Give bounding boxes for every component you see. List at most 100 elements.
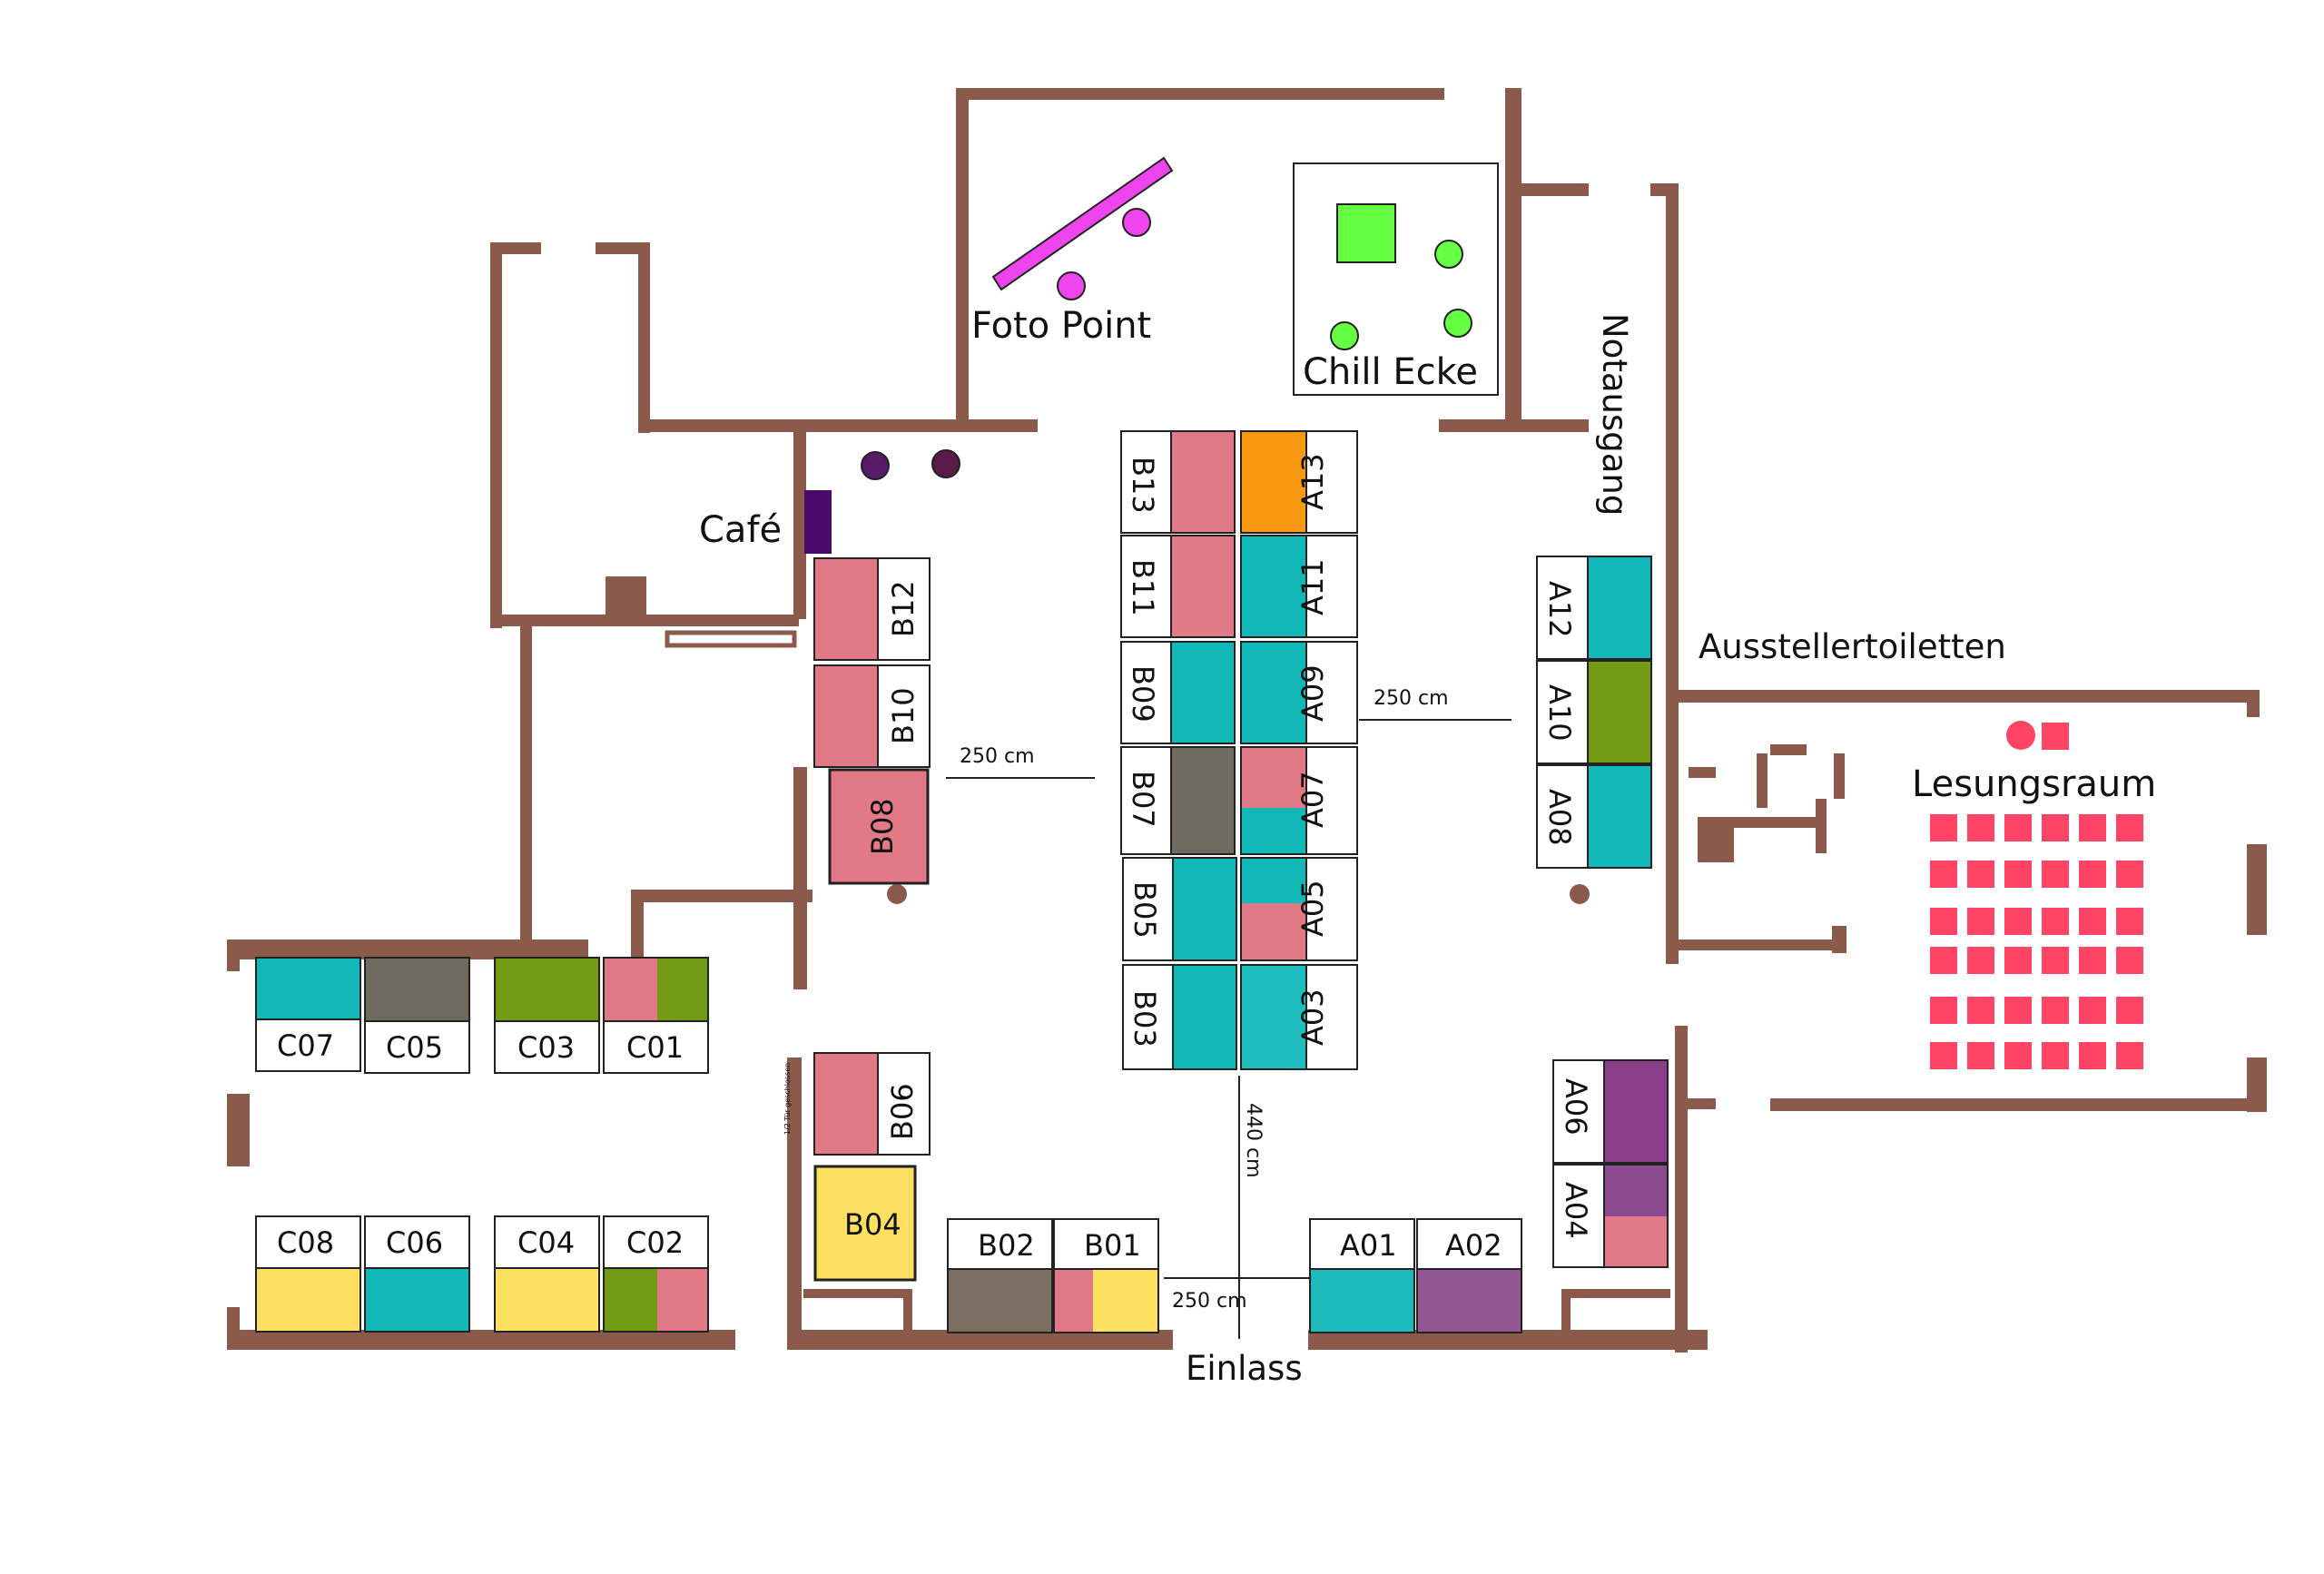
right-booths: A12 A10 A08 A06 A04 (1536, 556, 1669, 1268)
booth-C02-label: C02 (626, 1225, 684, 1260)
booth-B09-sign[interactable] (1120, 641, 1172, 744)
audience-seat (2079, 947, 2106, 974)
booth-B12-label: B12 (886, 580, 921, 637)
booth-B07-sign[interactable] (1120, 746, 1172, 855)
chill-seat (1330, 321, 1359, 350)
booth-C08[interactable] (255, 1267, 361, 1333)
booth-A12-sign[interactable] (1536, 556, 1589, 660)
booth-A03[interactable] (1240, 964, 1307, 1070)
booth-A02-sign[interactable] (1416, 1218, 1522, 1270)
booth-B12[interactable] (813, 557, 879, 661)
booth-B01-pink-part (1055, 1270, 1093, 1332)
booth-A06[interactable] (1603, 1059, 1669, 1164)
audience-seat (1967, 814, 1994, 841)
booth-B04-label: B04 (844, 1207, 901, 1242)
booth-B11-label: B11 (1126, 559, 1160, 616)
center-booths: B13 B11 B09 B07 B05 B03 A13 A11 A09 (1120, 430, 1358, 1070)
booth-A05-pink-part (1242, 903, 1305, 959)
booth-C01-pink-part (605, 959, 657, 1020)
booth-A13-sign[interactable] (1305, 430, 1358, 534)
chill-table (1336, 203, 1396, 263)
booth-C06[interactable] (364, 1267, 470, 1333)
booth-B10[interactable] (813, 664, 879, 768)
audience-seat (2004, 908, 2032, 935)
ausstellertoiletten-label: Ausstellertoiletten (1699, 627, 2006, 666)
booth-A05-sign[interactable] (1305, 857, 1358, 961)
audience-seat (2042, 814, 2069, 841)
booth-B09-label: B09 (1126, 665, 1160, 723)
audience-seat (1967, 908, 1994, 935)
booth-A09[interactable] (1240, 641, 1307, 744)
booth-A01-label: A01 (1340, 1228, 1397, 1263)
audience-seat (2042, 997, 2069, 1024)
booth-B05[interactable] (1172, 857, 1237, 961)
booth-C04[interactable] (494, 1267, 600, 1333)
booth-B03-sign[interactable] (1122, 964, 1174, 1070)
booth-B11-sign[interactable] (1120, 535, 1172, 638)
door-note-label: 1/2 Tür geschlossen (783, 1063, 792, 1135)
booth-B10-sign[interactable] (877, 664, 931, 768)
booth-B11[interactable] (1170, 535, 1236, 638)
booth-A12[interactable] (1587, 556, 1652, 660)
booth-C07-sign[interactable] (255, 1018, 361, 1072)
booth-C05-sign[interactable] (364, 1020, 470, 1074)
booth-A11-label: A11 (1295, 558, 1330, 615)
booth-C04-sign[interactable] (494, 1215, 600, 1269)
booth-A08-sign[interactable] (1536, 764, 1589, 869)
audience-seat (2116, 997, 2143, 1024)
cafe-table (931, 449, 960, 478)
booth-C08-sign[interactable] (255, 1215, 361, 1269)
booth-B02-sign[interactable] (947, 1218, 1053, 1270)
booth-C05[interactable] (364, 957, 470, 1022)
booth-B12-sign[interactable] (877, 557, 931, 661)
photo-stool (1122, 208, 1151, 237)
left-aisle-dimension: 250 cm (960, 745, 1035, 768)
booth-A08[interactable] (1587, 764, 1652, 869)
booth-A01-sign[interactable] (1309, 1218, 1415, 1270)
dimension-lines (946, 719, 1512, 1339)
booth-A10-sign[interactable] (1536, 660, 1589, 764)
booth-B13-sign[interactable] (1120, 430, 1172, 534)
cafe: Café (699, 449, 960, 554)
booth-C07[interactable] (255, 957, 361, 1020)
booth-B02[interactable] (947, 1268, 1053, 1333)
booth-A13[interactable] (1240, 430, 1307, 534)
booth-C01-label: C01 (626, 1030, 684, 1065)
booth-B13-label: B13 (1126, 457, 1160, 514)
audience-seat (1930, 1042, 1957, 1069)
booth-C08-label: C08 (277, 1225, 334, 1260)
booth-B09[interactable] (1170, 641, 1236, 744)
booth-A07-sign[interactable] (1305, 746, 1358, 855)
booth-B10-label: B10 (886, 687, 921, 744)
booth-A10[interactable] (1587, 660, 1652, 764)
einlass-label: Einlass (1186, 1349, 1303, 1388)
audience-seat (2004, 861, 2032, 888)
booth-A01[interactable] (1309, 1268, 1415, 1333)
booth-B04[interactable] (813, 1165, 917, 1282)
audience-seat (1967, 1042, 1994, 1069)
booth-A02[interactable] (1416, 1268, 1522, 1333)
booth-C01-sign[interactable] (603, 1020, 709, 1074)
booth-A09-sign[interactable] (1305, 641, 1358, 744)
audience-seat (1930, 997, 1957, 1024)
audience-seat (2116, 814, 2143, 841)
booth-A04-pink-part (1605, 1216, 1667, 1266)
speaker-table (2042, 723, 2069, 750)
booth-B03[interactable] (1172, 964, 1237, 1070)
booth-A04-sign[interactable] (1552, 1164, 1605, 1268)
booth-B08[interactable] (828, 768, 930, 885)
booth-B01-sign[interactable] (1053, 1218, 1159, 1270)
booth-B13[interactable] (1170, 430, 1236, 534)
booth-A11-sign[interactable] (1305, 535, 1358, 638)
booth-C03[interactable] (494, 957, 600, 1022)
booth-B06-sign[interactable] (877, 1052, 931, 1156)
audience-seat (2042, 1042, 2069, 1069)
photo-wall (991, 156, 1174, 291)
audience-seat (1930, 908, 1957, 935)
booth-B06[interactable] (813, 1052, 879, 1156)
booth-C03-sign[interactable] (494, 1020, 600, 1074)
booth-B07[interactable] (1170, 746, 1236, 855)
booth-A03-sign[interactable] (1305, 964, 1358, 1070)
booth-B03-label: B03 (1128, 990, 1162, 1048)
booth-A07-label: A07 (1295, 771, 1330, 828)
